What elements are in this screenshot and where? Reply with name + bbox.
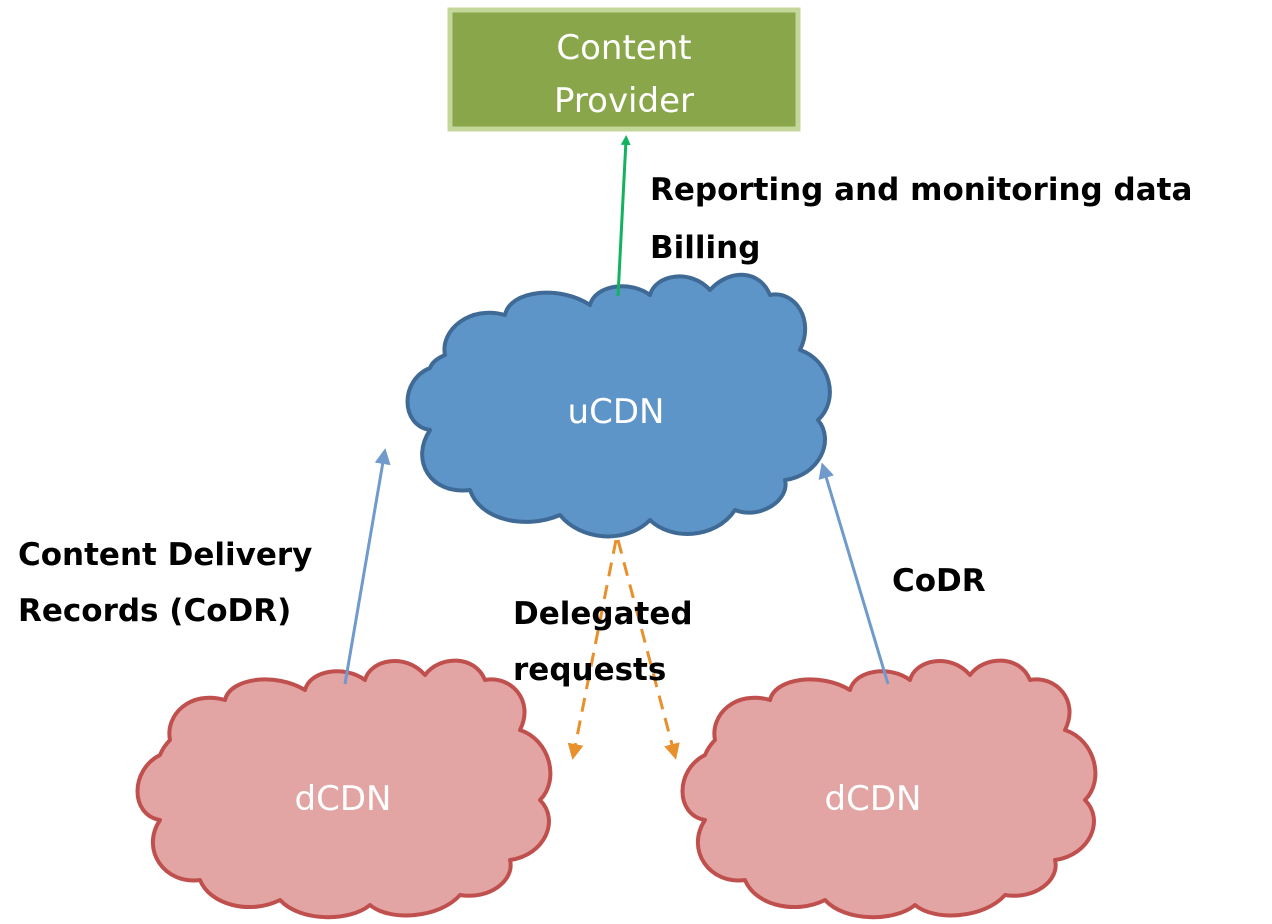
dcdn-right-label: dCDN	[825, 779, 922, 819]
delegated-label-line1: Delegated	[513, 596, 693, 632]
delegated-right-arrow	[616, 539, 680, 760]
delegated-label-line2: requests	[513, 652, 666, 688]
codr-left-arrow	[343, 448, 391, 685]
reporting-label-line2: Billing	[650, 230, 760, 266]
dcdn-left-cloud-node: dCDN	[135, 658, 553, 920]
content-provider-label-line2: Provider	[554, 81, 694, 121]
content-provider-label-line1: Content	[556, 28, 691, 68]
ucdn-label: uCDN	[568, 392, 665, 432]
dcdn-right-cloud-shape	[680, 658, 1098, 920]
delegated-left-arrow	[567, 539, 618, 760]
reporting-label-line1: Reporting and monitoring data	[650, 172, 1192, 208]
dcdn-left-label: dCDN	[295, 779, 392, 819]
ucdn-cloud-node: uCDN	[405, 272, 832, 539]
codr-left-label-line1: Content Delivery	[18, 537, 312, 573]
dcdn-left-cloud-shape	[135, 658, 553, 920]
codr-right-label: CoDR	[892, 563, 986, 599]
codr-right-arrow	[818, 462, 890, 685]
codr-left-label-line2: Records (CoDR)	[18, 593, 291, 629]
dcdn-right-cloud-node: dCDN	[680, 658, 1098, 920]
ucdn-cloud-shape	[405, 272, 832, 539]
content-provider-node: Content Provider	[447, 7, 801, 132]
content-provider-box	[447, 7, 801, 132]
reporting-arrow	[616, 135, 631, 297]
